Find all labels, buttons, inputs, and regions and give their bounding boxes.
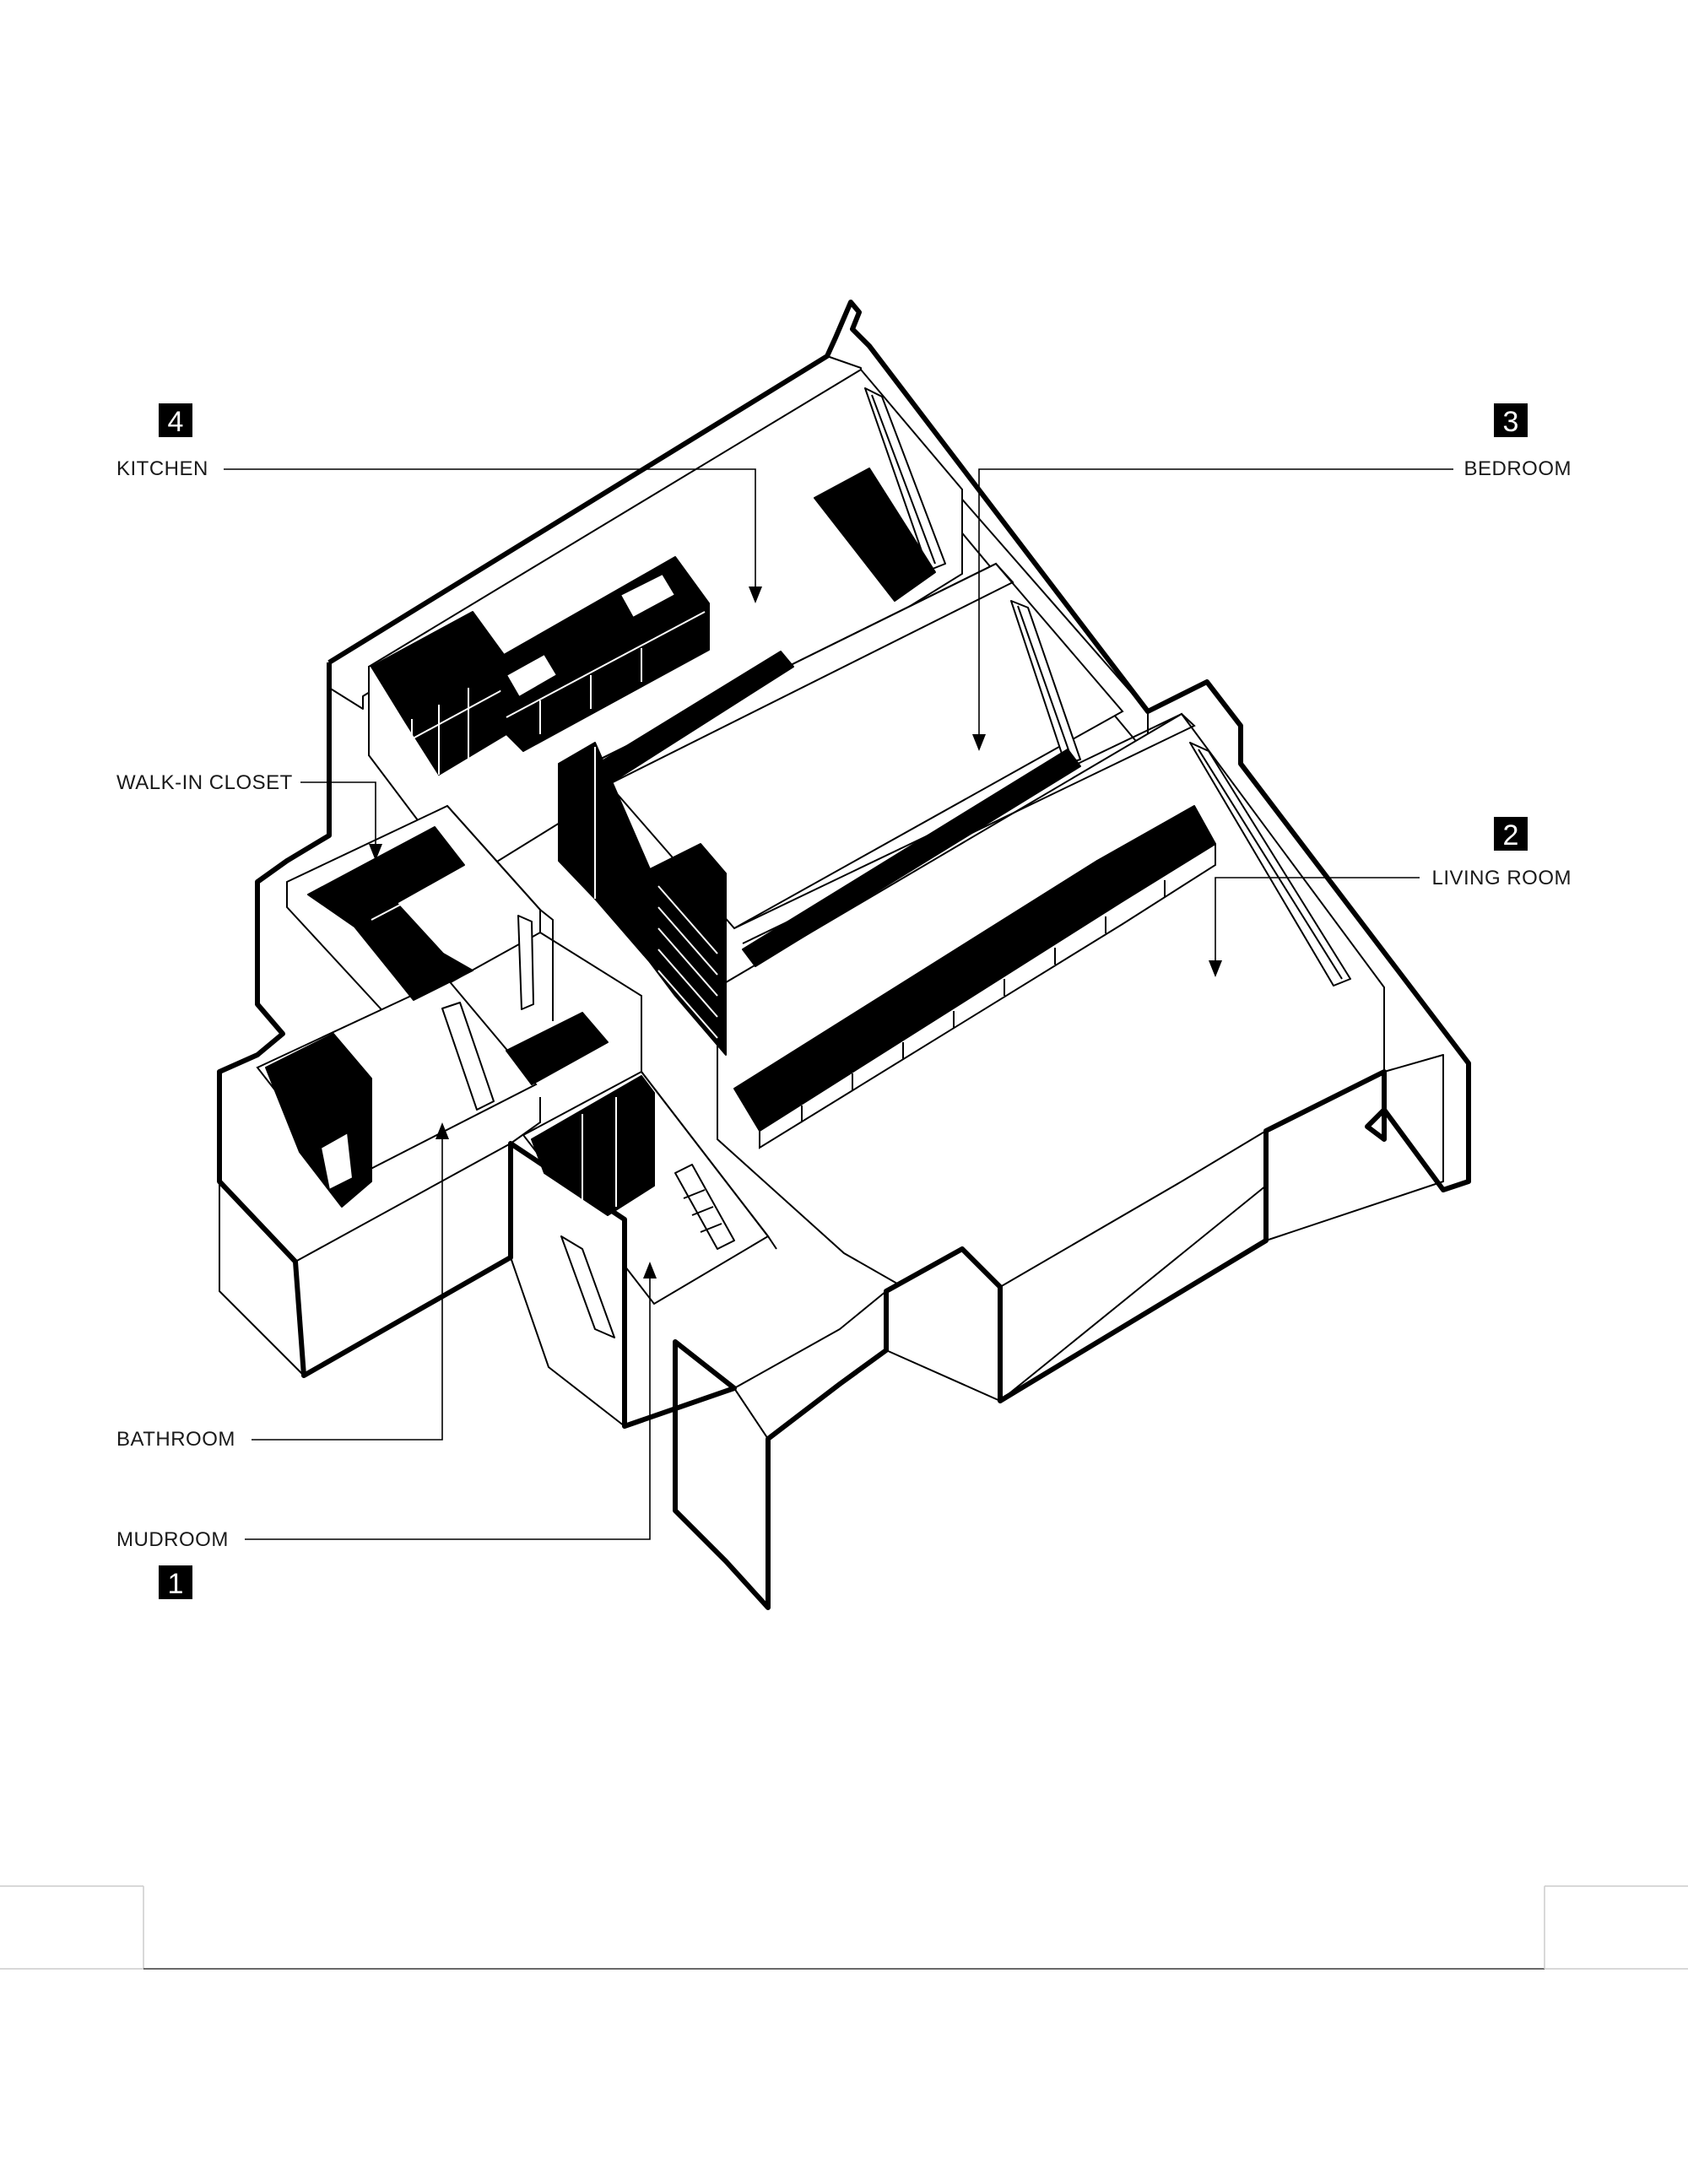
bedroom-label: BEDROOM <box>1463 457 1572 480</box>
bedroom-storage-lines <box>594 747 718 1039</box>
label-bedroom: 3 BEDROOM <box>972 403 1572 751</box>
bedroom-leader-arrow <box>972 734 986 751</box>
label-living-room: 2 LIVING ROOM <box>1209 817 1572 977</box>
label-kitchen: 4 KITCHEN <box>116 403 762 603</box>
bathroom-door <box>441 1002 495 1111</box>
closet-partition <box>446 805 554 1021</box>
bedroom-bed-ledge <box>742 749 1081 967</box>
bathroom-leader-arrow <box>436 1122 449 1139</box>
kitchen-bedroom-partition <box>590 562 1014 786</box>
closet-side-wall <box>219 1181 305 1376</box>
living-room-leader-arrow <box>1209 960 1222 977</box>
mudroom-door <box>560 1235 615 1338</box>
closet-shelving-back <box>307 826 465 927</box>
living-room-label: LIVING ROOM <box>1431 867 1572 889</box>
label-bathroom: BATHROOM <box>116 1122 449 1451</box>
closet-rod <box>371 873 461 921</box>
kitchen-label: KITCHEN <box>116 457 208 480</box>
walk-in-closet-label: WALK-IN CLOSET <box>116 771 293 794</box>
mudroom-shoe-rack <box>674 1164 735 1250</box>
mudroom-number-badge <box>159 1565 192 1599</box>
bedroom-leader <box>978 468 1453 734</box>
mudroom-number: 1 <box>168 1568 184 1600</box>
bathroom-tub <box>265 1033 372 1208</box>
kitchen-number: 4 <box>168 406 184 438</box>
bathroom-leader <box>252 1139 443 1441</box>
mudroom-cabinets <box>531 1075 655 1216</box>
mudroom-leader-arrow <box>643 1262 657 1279</box>
bathroom-tub-edge <box>320 1132 354 1191</box>
bathroom-label: BATHROOM <box>116 1428 235 1451</box>
kitchen-drawer-lines <box>506 611 706 734</box>
closet-shelving-front <box>396 953 473 1001</box>
mudroom-label: MUDROOM <box>116 1528 229 1551</box>
bedroom-number: 3 <box>1503 406 1519 438</box>
bathroom-mudroom-wall <box>510 1097 541 1144</box>
kitchen-cooktop <box>619 573 676 619</box>
living-room-shelf-cubbies <box>759 844 1216 1149</box>
kitchen-sink <box>506 653 558 698</box>
living-room-window <box>1189 742 1351 987</box>
closet-door <box>517 915 534 1010</box>
walk-in-closet-leader <box>300 781 376 844</box>
hall-wall <box>539 932 777 1250</box>
bedroom-window <box>1010 600 1081 765</box>
living-room-leader <box>1215 877 1420 960</box>
annotations: 4 KITCHEN 3 BEDROOM WALK-IN CLOSET 2 LIV… <box>116 403 1572 1600</box>
living-room-number: 2 <box>1503 819 1519 851</box>
kitchen-window <box>864 387 946 571</box>
walk-in-closet-leader-arrow <box>369 844 382 861</box>
kitchen-cabinet-lines <box>404 687 507 775</box>
mudroom-leader <box>245 1279 651 1540</box>
building-outline <box>217 300 1471 1610</box>
living-room-number-badge <box>1494 817 1528 851</box>
mudroom-bench <box>506 1012 609 1085</box>
label-mudroom: MUDROOM 1 <box>116 1262 657 1600</box>
mudroom-cabinet-lines <box>582 1097 617 1207</box>
kitchen-banquette <box>814 468 936 602</box>
kitchen-leader-arrow <box>749 587 762 603</box>
building <box>217 300 1471 1610</box>
kitchen-number-badge <box>159 403 192 437</box>
kitchen-leader <box>224 468 756 587</box>
bedroom-storage-front <box>649 843 727 1056</box>
page-frame <box>0 1885 1688 1970</box>
bedroom-number-badge <box>1494 403 1528 437</box>
label-walk-in-closet: WALK-IN CLOSET <box>116 771 382 861</box>
